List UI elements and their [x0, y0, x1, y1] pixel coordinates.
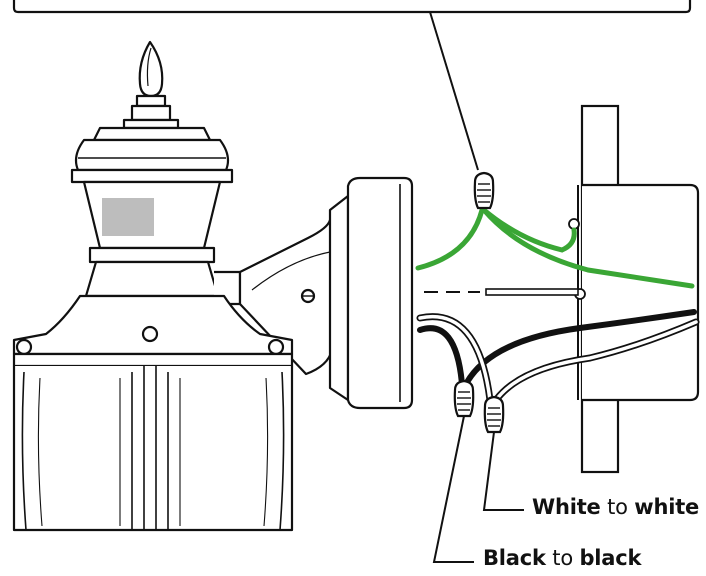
callout-white-to-white: White to white [532, 495, 699, 519]
wire-nut-icon [473, 171, 495, 210]
white-wires [416, 313, 700, 404]
callout-connector: to [607, 495, 628, 519]
callout-black-to-black: Black to black [483, 546, 641, 570]
callout-connector: to [552, 546, 573, 570]
wire-nut-icon [453, 379, 475, 418]
callout-term: White [532, 495, 601, 519]
wire-nut-icon [483, 395, 505, 434]
mounting-bar [424, 288, 579, 296]
lantern-fixture [12, 40, 334, 532]
callout-term: black [579, 546, 642, 570]
junction-box [568, 183, 700, 402]
callout-term: white [634, 495, 700, 519]
top-label-box [12, 0, 692, 14]
leader-line-white [482, 431, 524, 511]
black-wires [417, 309, 697, 387]
leader-line-ground [429, 11, 479, 171]
ground-wires [415, 207, 695, 289]
leader-line-black [432, 415, 474, 563]
mounting-canopy [328, 176, 414, 410]
callout-term: Black [483, 546, 546, 570]
